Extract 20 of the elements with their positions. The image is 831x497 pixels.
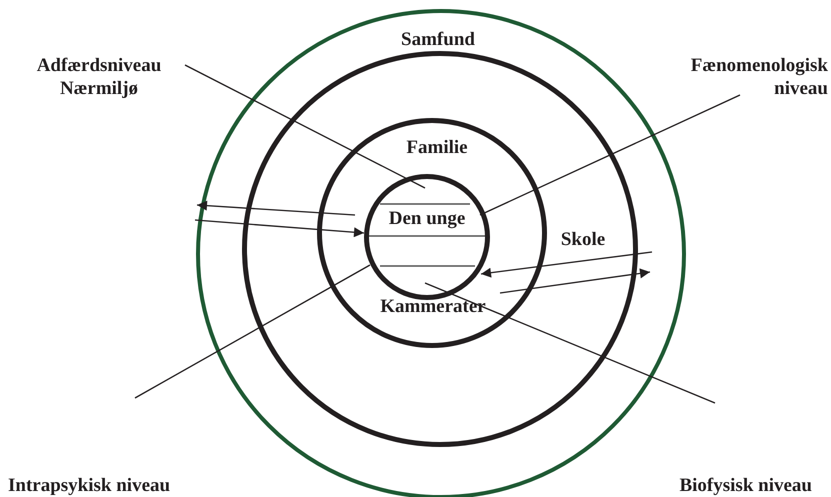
circle <box>317 118 547 348</box>
leader-line <box>424 282 716 404</box>
circle-label: Kammerater <box>380 296 486 318</box>
level-label: Intrapsykisk niveau <box>8 474 248 497</box>
leader-line <box>184 64 426 189</box>
circle-label: Skole <box>560 229 606 251</box>
level-label: Fænomenologisk niveau <box>658 54 828 100</box>
arrow <box>194 219 364 238</box>
level-label: Biofysisk niveau <box>572 474 812 497</box>
arrow <box>500 268 650 294</box>
circle <box>242 51 638 447</box>
leader-line <box>134 264 370 399</box>
circle-label: Samfund <box>401 29 475 51</box>
level-label: Adfærdsniveau Nærmiljø <box>4 54 194 100</box>
leader-line <box>480 94 740 216</box>
circle <box>364 174 490 300</box>
circle-label: Familie <box>406 137 468 159</box>
arrow <box>480 251 652 278</box>
circle-label: Den unge <box>388 208 466 230</box>
arrow <box>196 200 356 216</box>
